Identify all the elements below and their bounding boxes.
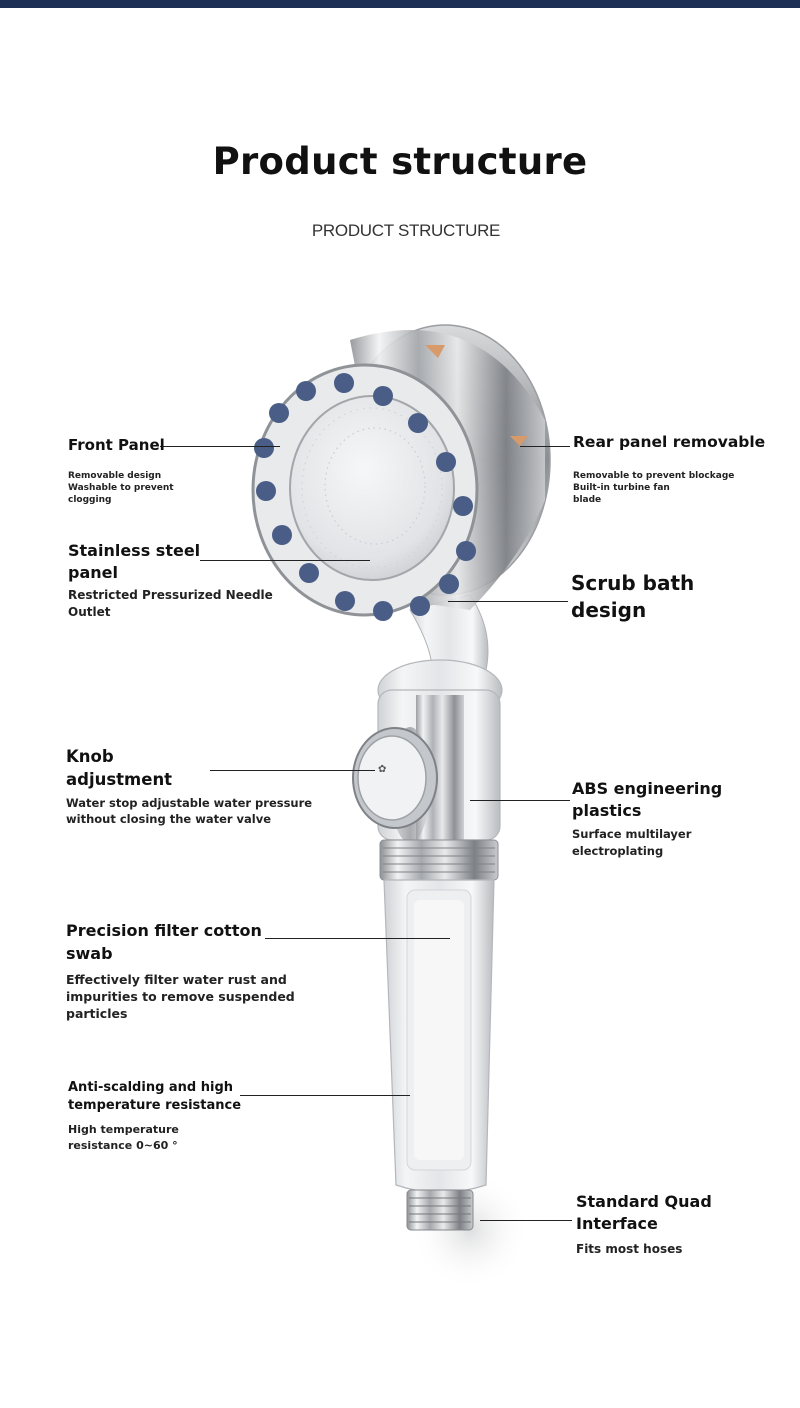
leader-stainless-panel xyxy=(200,560,370,561)
callout-interface: Standard Quad Interface Fits most hoses xyxy=(576,1191,712,1257)
callout-heading: Scrub bath design xyxy=(571,571,695,622)
thread-lines xyxy=(383,847,495,873)
callout-abs: ABS engineering plastics Surface multila… xyxy=(572,778,722,860)
hose-connector xyxy=(406,1189,474,1231)
leader-front-panel xyxy=(160,446,280,447)
front-face xyxy=(289,395,455,581)
rear-clip-side xyxy=(510,436,528,446)
callout-heading: Knob adjustment xyxy=(66,747,173,789)
callout-desc: Removable to prevent blockage Built-in t… xyxy=(573,471,735,506)
top-accent-bar xyxy=(0,0,800,8)
page-title: Product structure xyxy=(212,140,588,183)
thread-collar xyxy=(379,839,499,881)
callout-heading: Precision filter cotton swab xyxy=(66,921,262,963)
callout-desc: Removable design Washable to prevent clo… xyxy=(68,470,174,505)
callout-heading: Front Panel xyxy=(68,436,165,454)
page-subtitle: PRODUCT STRUCTURE xyxy=(311,221,501,240)
callout-desc: Restricted Pressurized Needle Outlet xyxy=(68,588,273,619)
nozzle-ring-outer xyxy=(301,407,443,569)
leader-knob xyxy=(210,770,375,771)
leader-filter xyxy=(265,938,450,939)
callout-stainless-panel: Stainless steel panel Restricted Pressur… xyxy=(68,540,273,621)
filter-cotton xyxy=(414,900,464,1160)
callout-desc: Water stop adjustable water pressure wit… xyxy=(66,796,313,826)
callout-scrub-bath: Scrub bath design xyxy=(571,570,694,624)
rear-clip-top xyxy=(425,345,445,358)
callout-desc: High temperature resistance 0~60 ° xyxy=(68,1123,179,1152)
callout-desc: Surface multilayer electroplating xyxy=(572,827,692,858)
callout-anti-scald: Anti-scalding and high temperature resis… xyxy=(68,1079,241,1154)
nozzle-ring xyxy=(324,427,426,545)
leader-scrub-bath xyxy=(448,601,568,602)
connector-threads xyxy=(409,1197,471,1223)
callout-desc: Effectively filter water rust and impuri… xyxy=(66,972,295,1021)
callout-heading: Standard Quad Interface xyxy=(576,1192,712,1233)
massage-beads xyxy=(254,373,476,621)
callout-desc: Fits most hoses xyxy=(576,1242,683,1256)
leader-abs xyxy=(470,800,570,801)
callout-heading: Rear panel removable xyxy=(573,433,766,451)
leader-anti-scald xyxy=(240,1095,410,1096)
callout-filter: Precision filter cotton swab Effectively… xyxy=(66,919,295,1022)
callout-heading: ABS engineering plastics xyxy=(572,779,723,820)
callout-heading: Anti-scalding and high temperature resis… xyxy=(68,1080,242,1113)
callout-front-panel: Front Panel Removable design Washable to… xyxy=(68,436,174,506)
callout-heading: Stainless steel panel xyxy=(68,541,201,582)
leader-rear-panel xyxy=(520,446,570,447)
callout-knob: Knob adjustment Water stop adjustable wa… xyxy=(66,745,312,827)
knob-face xyxy=(357,735,427,821)
callout-rear-panel: Rear panel removable Removable to preven… xyxy=(573,432,765,506)
leader-interface xyxy=(480,1220,572,1221)
knob-mark: ✿ xyxy=(378,764,386,775)
